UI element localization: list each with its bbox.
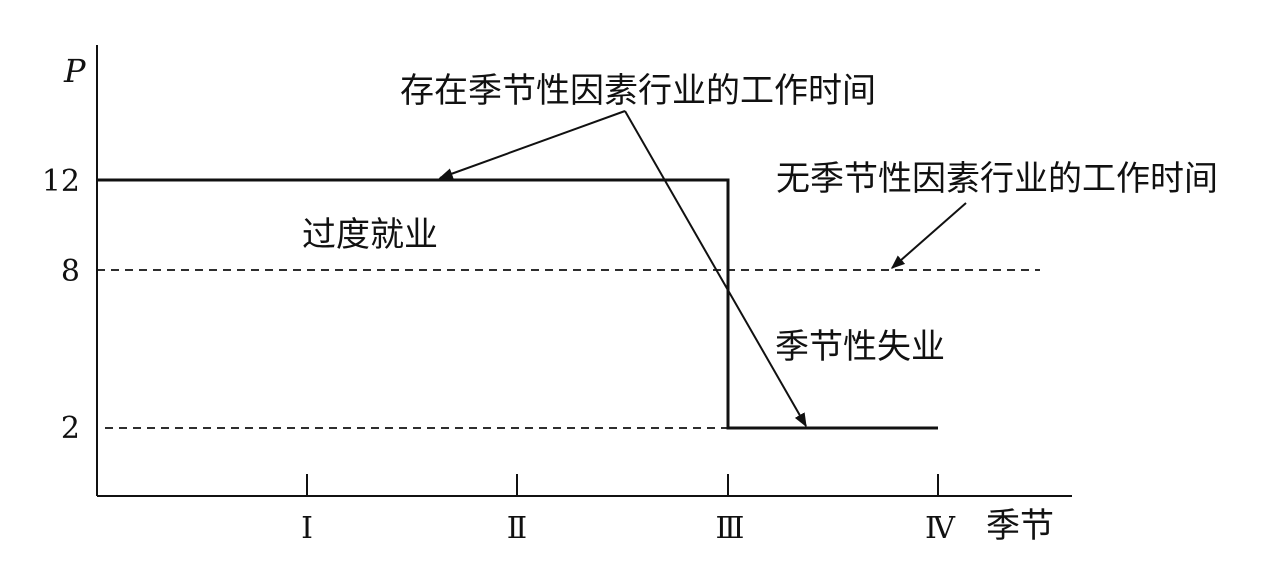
arrow-non-seasonal	[890, 202, 967, 269]
y-tick-label-2: 2	[61, 411, 80, 446]
series-label-non-seasonal: 无季节性因素行业的工作时间	[776, 159, 1218, 199]
x-tick-label-1: Ⅰ	[301, 511, 313, 546]
arrow-seasonal-to-bottom	[624, 110, 807, 428]
annotation-seasonal-unemployment: 季节性失业	[775, 327, 945, 367]
x-tick-label-2: Ⅱ	[507, 511, 527, 546]
x-tick-label-3: Ⅲ	[716, 511, 745, 546]
x-axis-label: 季节	[986, 506, 1054, 546]
y-axis-label: P	[63, 52, 86, 90]
series-line-seasonal	[97, 178, 938, 430]
arrow-seasonal-to-top	[438, 110, 626, 179]
x-tick-label-4: Ⅳ	[925, 511, 956, 546]
annotation-overemployment: 过度就业	[302, 215, 438, 255]
series-label-seasonal: 存在季节性因素行业的工作时间	[400, 71, 876, 111]
y-tick-label-8: 8	[61, 254, 80, 289]
y-tick-label-12: 12	[42, 164, 80, 199]
